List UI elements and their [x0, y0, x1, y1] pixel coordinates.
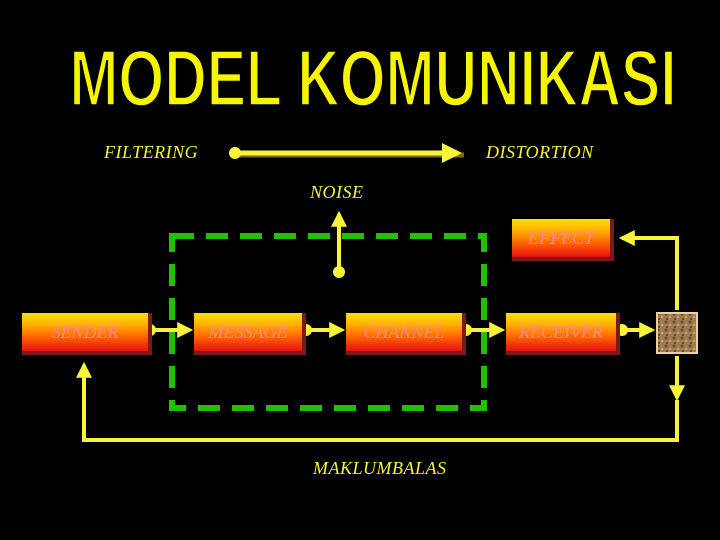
receiver-box: RECEIVER	[506, 313, 620, 355]
message-box: MESSAGE	[194, 313, 306, 355]
receiver-effect-arrow	[616, 324, 652, 336]
title: MODEL KOMUNIKASI	[69, 33, 676, 123]
sender-box: SENDER	[22, 313, 152, 355]
noise-label: NOISE	[310, 182, 364, 203]
noise-arrow	[333, 214, 345, 278]
maklumbalas-label: MAKLUMBALAS	[313, 458, 447, 479]
effect-box: EFFECT	[512, 219, 614, 261]
filtering-label: FILTERING	[104, 142, 198, 163]
message-channel-arrow	[300, 324, 342, 336]
receiver-texture-block	[657, 313, 697, 353]
channel-box: CHANNEL	[346, 313, 466, 355]
distortion-label: DISTORTION	[486, 142, 594, 163]
filtering-distortion-arrow	[229, 147, 464, 159]
effect-feedback-arrow	[622, 238, 677, 310]
